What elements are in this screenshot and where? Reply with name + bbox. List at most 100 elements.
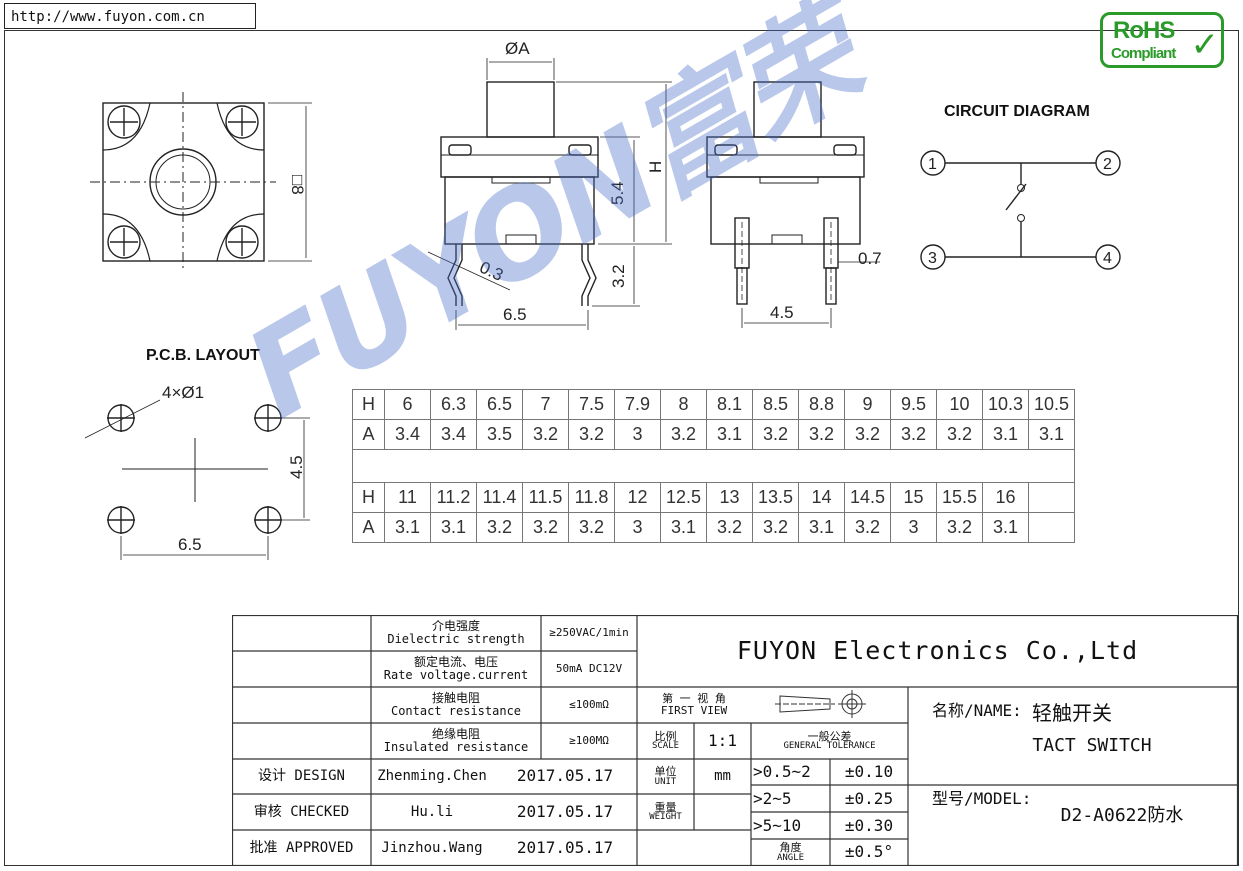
dimension-cell: 3.2 (568, 419, 615, 450)
dimension-cell: 3.2 (936, 512, 983, 543)
front-dia-label: ØA (505, 39, 530, 58)
circuit-diagram (920, 150, 1121, 270)
rohs-subtitle: Compliant (1111, 45, 1176, 62)
approval-date: 2017.05.17 (516, 837, 614, 857)
dimension-cell: 10 (936, 389, 983, 420)
circuit-pin-1: 1 (928, 156, 937, 173)
dimension-cell: 3.1 (384, 512, 431, 543)
dimension-spacer-row (352, 449, 1075, 483)
front-pitch-label: 6.5 (503, 305, 527, 324)
dimension-cell: 9.5 (890, 389, 937, 420)
dimension-cell: 3.1 (430, 512, 477, 543)
dimension-cell (1028, 482, 1075, 513)
title-block-grid (232, 615, 1238, 866)
spec-value: ≤100mΩ (569, 698, 609, 712)
approval-name: Zhenming.Chen (377, 768, 487, 785)
dimension-cell: 8.5 (752, 389, 799, 420)
dimension-cell: 7.5 (568, 389, 615, 420)
website-url[interactable]: http://www.fuyon.com.cn (4, 3, 256, 29)
circuit-title: CIRCUIT DIAGRAM (944, 103, 1090, 120)
rohs-badge: RoHS Compliant ✓ (1100, 12, 1224, 68)
spec-label-en: Dielectric strength (387, 632, 525, 646)
pcb-h-label: 6.5 (178, 535, 202, 554)
tolerance-header: 一般公差 GENERAL TOLERANCE (751, 723, 908, 759)
dimension-cell: 7.9 (614, 389, 661, 420)
weight-en: WEIGHT (649, 812, 682, 823)
tolerance-value: ±0.10 (844, 761, 894, 781)
name-cn: 轻触开关 (1032, 700, 1112, 725)
dimension-cell: 14.5 (844, 482, 891, 513)
spec-label-en: Rate voltage.current (383, 668, 529, 682)
company-name: FUYON Electronics Co.,Ltd (736, 635, 1139, 665)
circuit-pin-2: 2 (1103, 156, 1112, 173)
name-en: TACT SWITCH (1032, 734, 1152, 756)
dimension-cell: 13 (706, 482, 753, 513)
dimension-cell: 6.3 (430, 389, 477, 420)
unit-en: UNIT (654, 776, 677, 787)
tolerance-range: >5~10 (753, 816, 802, 836)
dimension-row-label: H (352, 389, 385, 420)
spec-label-en: Insulated resistance (383, 740, 529, 754)
side-pitch-label: 4.5 (770, 303, 794, 322)
tolerance-en: GENERAL TOLERANCE (783, 741, 876, 752)
dimension-cell: 8.8 (798, 389, 845, 420)
side-view (706, 81, 880, 328)
dimension-cell: 3.2 (844, 419, 891, 450)
model-value: D2-A0622防水 (1060, 804, 1184, 826)
circuit-pin-3: 3 (928, 250, 937, 267)
spec-value: ≥100MΩ (569, 734, 609, 748)
angle-label-cell: 角度 ANGLE (751, 839, 830, 866)
dimension-cell: 9 (844, 389, 891, 420)
spec-value: ≥250VAC/1min (549, 626, 629, 640)
dimension-cell: 3.2 (798, 419, 845, 450)
tolerance-value: ±0.30 (844, 816, 894, 836)
first-view-cell: 第 一 视 角 FIRST VIEW (637, 687, 751, 723)
approval-date: 2017.05.17 (516, 801, 614, 821)
pcb-title: P.C.B. LAYOUT (146, 347, 260, 364)
unit-cn: 单位 (654, 765, 677, 778)
dimension-cell: 3.5 (476, 419, 523, 450)
dimension-cell: 3.2 (844, 512, 891, 543)
check-icon: ✓ (1190, 26, 1220, 64)
dimension-cell: 10.3 (982, 389, 1029, 420)
dimension-row-label: H (352, 482, 385, 513)
dimension-spacer (352, 449, 1075, 483)
angle-cn: 角度 (779, 841, 802, 854)
angle-en: ANGLE (776, 852, 805, 863)
scale-en: SCALE (651, 741, 680, 752)
dimension-cell: 16 (982, 482, 1029, 513)
dimension-cell: 11.4 (476, 482, 523, 513)
dimension-cell: 3.4 (430, 419, 477, 450)
dimension-cell: 11.2 (430, 482, 477, 513)
model-label: 型号/MODEL: (932, 788, 1032, 808)
dimension-cell: 6 (384, 389, 431, 420)
dimension-cell: 8.1 (706, 389, 753, 420)
dimension-cell: 12.5 (660, 482, 707, 513)
dimension-cell: 6.5 (476, 389, 523, 420)
dimension-cell: 3 (614, 512, 661, 543)
circuit-pin-4: 4 (1103, 250, 1112, 267)
pcb-hole-label: 4×Ø1 (162, 383, 204, 402)
angle-value: ±0.5° (844, 842, 894, 862)
dimension-cell: 3.1 (706, 419, 753, 450)
dimension-cell: 3.2 (522, 419, 569, 450)
pcb-layout (84, 399, 310, 560)
spec-label-cn: 额定电流、电压 (413, 655, 498, 670)
unit-label-cell: 单位 UNIT (637, 759, 694, 794)
tolerance-range: >2~5 (753, 789, 792, 809)
front-pin-thk-label: 0.3 (477, 258, 506, 285)
scale-value: 1:1 (708, 730, 737, 750)
approval-role: 审核 CHECKED (253, 803, 350, 820)
approval-role: 设计 DESIGN (257, 768, 345, 785)
approval-name: Jinzhou.Wang (381, 839, 483, 856)
weight-cn: 重量 (654, 800, 677, 814)
dimension-cell: 7 (522, 389, 569, 420)
top-size-label: □8 (288, 175, 307, 195)
